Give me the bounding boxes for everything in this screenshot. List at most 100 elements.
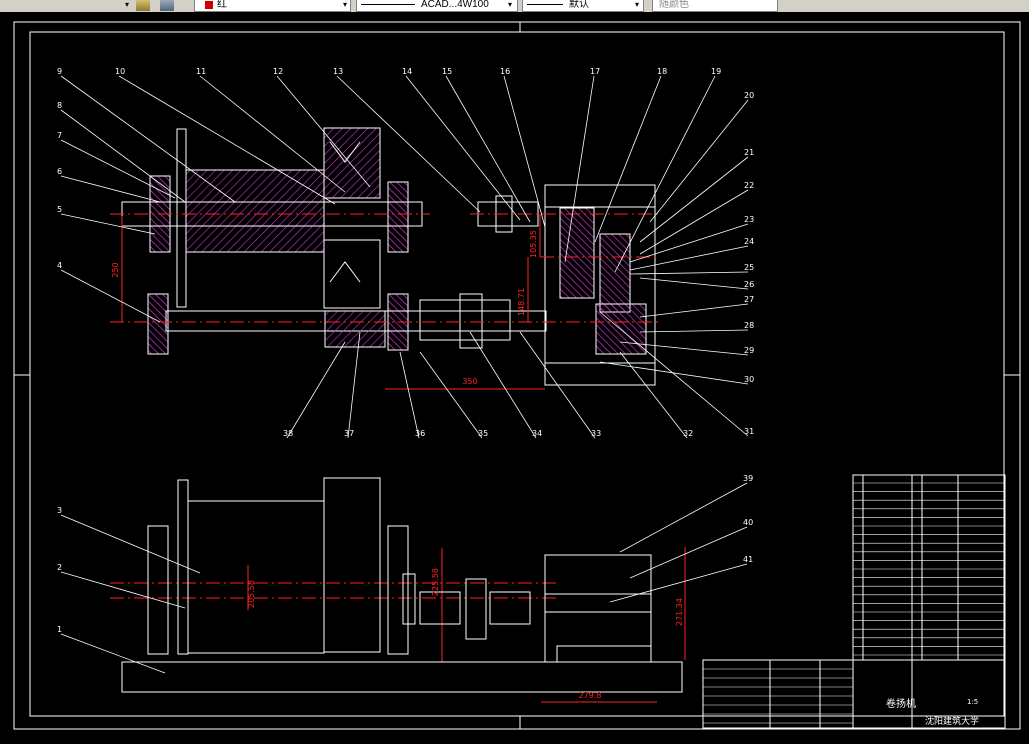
leader-line [276,75,371,188]
leader-line [60,633,166,674]
leader-line [619,341,749,356]
properties-toolbar: ▾ 红 ▾ ACAD...4W100 ▾ 默认 ▾ 随颜色 [0,0,1029,13]
part-number-label: 19 [711,67,721,76]
dimension-label: 271.34 [675,598,684,626]
leader-line [399,351,420,439]
dimension-label: 250 [111,262,120,277]
dimension-label: 148.71 [517,288,526,316]
leader-line [405,75,521,221]
line-sample-icon [527,4,563,5]
part-number-label: 3 [57,506,62,515]
part-number-label: 20 [744,91,754,100]
leader-line [347,331,361,439]
dimension-label: 105.35 [529,230,538,258]
color-dropdown[interactable]: 红 [194,0,351,12]
part-number-label: 24 [744,237,754,246]
part-number-label: 8 [57,101,62,110]
leader-line [639,329,749,333]
part-number-label: 28 [744,321,754,330]
plotstyle-label: 随颜色 [659,0,689,10]
leader-line [60,571,186,609]
leader-line [609,563,748,603]
part-number-label: 17 [590,67,600,76]
leader-line [599,311,749,437]
part-number-label: 26 [744,280,754,289]
part-number-label: 37 [344,429,354,438]
leader-line [469,331,537,439]
chevron-down-icon[interactable]: ▾ [634,0,639,9]
leader-line [614,75,716,273]
leader-line [419,351,483,439]
part-number-label: 31 [744,427,754,436]
color-swatch-icon [205,1,213,9]
leader-line [445,75,531,223]
line-sample-icon [361,4,415,5]
leader-line [629,526,748,579]
leader-line [118,75,336,205]
part-number-label: 41 [743,555,753,564]
part-number-label: 13 [333,67,343,76]
leader-line [60,514,201,574]
leader-line [60,269,161,323]
leader-line [599,361,749,385]
dimension-label: 205.58 [247,580,256,608]
leader-line [619,351,688,439]
part-number-label: 12 [273,67,283,76]
outer-frame [13,21,1021,730]
part-number-label: 6 [57,167,62,176]
part-number-label: 4 [57,261,62,270]
leader-line [199,75,346,193]
leader-line [629,271,749,275]
school-name: 沈阳建筑大学 [925,715,979,727]
chevron-down-icon[interactable]: ▾ [342,0,347,9]
part-number-label: 15 [442,67,452,76]
leader-line [503,75,546,228]
layer-stack-icon[interactable] [160,0,174,11]
lineweight-dropdown[interactable]: 默认 [522,0,644,12]
leader-line [336,75,481,213]
part-number-label: 29 [744,346,754,355]
part-number-label: 5 [57,205,62,214]
chevron-down-icon[interactable]: ▾ [124,0,129,9]
part-number-label: 27 [744,295,754,304]
part-number-label: 32 [683,429,693,438]
part-number-label: 9 [57,67,62,76]
part-number-label: 22 [744,181,754,190]
part-number-label: 14 [402,67,412,76]
part-number-label: 30 [744,375,754,384]
part-number-label: 34 [532,429,542,438]
inner-frame [29,31,1005,717]
part-number-label: 23 [744,215,754,224]
leader-line [60,109,186,203]
leader-line [286,341,346,439]
part-number-label: 7 [57,131,62,140]
linetype-dropdown[interactable]: ACAD...4W100 [356,0,518,12]
base-frame [121,661,683,693]
linetype-label: ACAD...4W100 [421,0,489,10]
leader-line [519,331,596,439]
part-number-label: 18 [657,67,667,76]
dimension-label: 225.58 [431,568,440,596]
dimension-label: 279.8 [579,691,602,700]
part-number-label: 36 [415,429,425,438]
lineweight-label: 默认 [569,0,589,10]
color-label: 红 [217,0,227,10]
part-number-label: 40 [743,518,753,527]
part-number-label: 35 [478,429,488,438]
leader-line [594,75,662,243]
part-number-label: 33 [591,429,601,438]
part-number-label: 38 [283,429,293,438]
leader-line [619,482,748,553]
leader-line [60,75,236,203]
chevron-down-icon[interactable]: ▾ [507,0,512,9]
leader-line [649,99,749,223]
part-number-label: 25 [744,263,754,272]
part-number-label: 10 [115,67,125,76]
part-number-label: 1 [57,625,62,634]
leader-line [60,213,156,235]
layer-icon[interactable] [136,0,150,11]
plotstyle-dropdown[interactable]: 随颜色 [652,0,778,12]
leader-line [60,139,176,199]
drawing-name: 卷扬机 [886,697,916,710]
